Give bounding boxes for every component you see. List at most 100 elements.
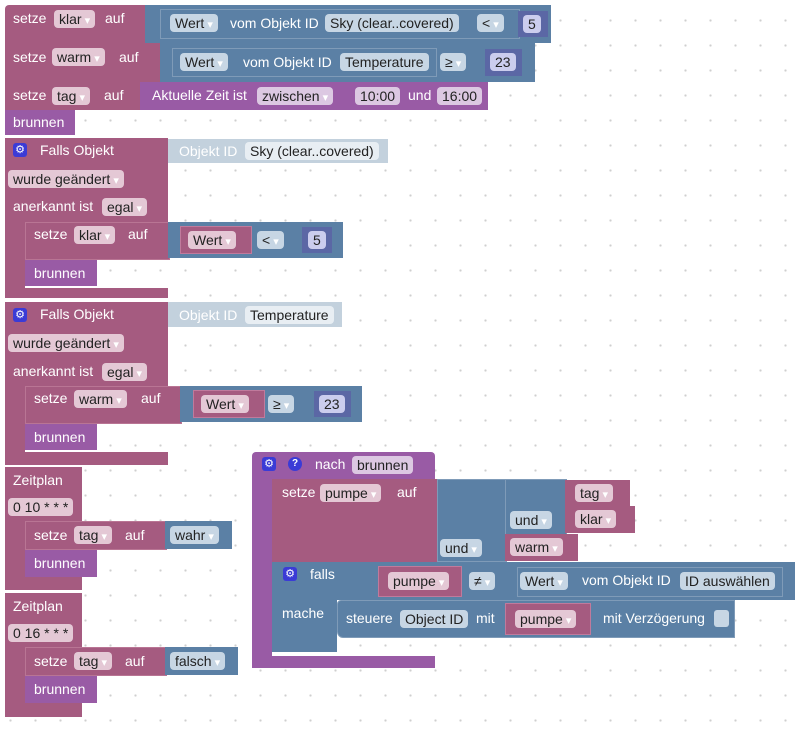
control-object-field[interactable]: Object ID — [400, 610, 469, 628]
call-label: brunnen — [34, 429, 86, 445]
ack-dropdown[interactable]: egal — [102, 198, 148, 216]
schedule-title: Zeitplan — [13, 472, 63, 488]
boolean-dropdown[interactable]: wahr — [170, 526, 219, 544]
var-dropdown[interactable]: warm — [52, 48, 105, 66]
var-dropdown[interactable]: tag — [74, 652, 113, 670]
value-block-outline — [517, 567, 783, 597]
trigger-bottom-bar — [5, 452, 168, 465]
objekt-id-label: Objekt ID — [179, 307, 238, 323]
var-dropdown[interactable]: pumpe — [515, 610, 577, 628]
setze-label: setze — [13, 10, 47, 26]
object-id-field[interactable]: ID auswählen — [680, 572, 775, 590]
wert-dropdown[interactable]: Wert — [188, 231, 236, 249]
op-dropdown[interactable]: < — [257, 231, 284, 249]
gear-icon[interactable]: ⚙ — [283, 567, 297, 581]
und-dropdown[interactable]: und — [510, 511, 552, 529]
var-dropdown[interactable]: klar — [74, 226, 116, 244]
mit-label: mit — [476, 610, 495, 626]
auf-label: auf — [105, 10, 125, 26]
schedule-bottom-bar — [5, 703, 82, 717]
object-id-field[interactable]: Temperature — [340, 53, 429, 71]
cron-field[interactable]: 0 10 * * * — [8, 498, 74, 516]
call-label: brunnen — [34, 555, 86, 571]
cron-field[interactable]: 0 16 * * * — [8, 624, 74, 642]
setze-label: setze — [34, 653, 68, 669]
delay-label: mit Verzögerung — [603, 610, 705, 626]
var-dropdown[interactable]: warm — [74, 390, 127, 408]
call-brunnen-block[interactable] — [5, 110, 75, 135]
setze-label: setze — [282, 484, 316, 500]
call-brunnen-block[interactable] — [25, 260, 97, 286]
schedule-left-bar — [5, 647, 25, 717]
vom-label: vom Objekt ID — [230, 15, 319, 31]
var-dropdown[interactable]: klar — [575, 510, 617, 528]
steuere-label: steuere — [346, 610, 393, 626]
call-label: brunnen — [34, 681, 86, 697]
changed-dropdown[interactable]: wurde geändert — [8, 334, 124, 352]
auf-label: auf — [125, 527, 145, 543]
vom-label: vom Objekt ID — [582, 572, 671, 588]
op-dropdown[interactable]: ≥ — [268, 395, 295, 413]
number-field[interactable]: 23 — [490, 53, 516, 71]
var-dropdown[interactable]: tag — [575, 484, 614, 502]
falls-label: falls — [310, 566, 335, 582]
number-field[interactable]: 5 — [308, 231, 326, 249]
object-id-field[interactable]: Sky (clear..covered) — [325, 14, 459, 32]
time-label: Aktuelle Zeit ist — [152, 87, 247, 103]
setze-label: setze — [34, 226, 68, 242]
call-brunnen-block[interactable] — [25, 676, 97, 703]
call-label: brunnen — [34, 265, 86, 281]
schedule-left-bar — [5, 521, 25, 589]
changed-dropdown[interactable]: wurde geändert — [8, 170, 124, 188]
mache-label: mache — [282, 605, 325, 621]
und-dropdown[interactable]: und — [440, 539, 482, 557]
value-block-outline — [172, 48, 437, 77]
wert-dropdown[interactable]: Wert — [170, 14, 218, 32]
wert-dropdown[interactable]: Wert — [201, 395, 249, 413]
auf-label: auf — [141, 390, 161, 406]
procedure-bottom-bar — [252, 656, 435, 668]
setze-label: setze — [13, 49, 47, 65]
auf-label: auf — [128, 226, 148, 242]
vom-label: vom Objekt ID — [243, 54, 332, 70]
setze-label: setze — [13, 87, 47, 103]
number-field[interactable]: 5 — [523, 15, 541, 33]
var-dropdown[interactable]: warm — [510, 538, 563, 556]
wert-dropdown[interactable]: Wert — [180, 53, 228, 71]
call-brunnen-block[interactable] — [25, 424, 97, 450]
var-dropdown[interactable]: pumpe — [320, 484, 382, 502]
auf-label: auf — [397, 484, 417, 500]
mode-dropdown[interactable]: zwischen — [257, 87, 334, 105]
op-dropdown[interactable]: ≥ — [440, 53, 467, 71]
object-id-field[interactable]: Sky (clear..covered) — [245, 142, 379, 160]
setze-label: setze — [34, 390, 68, 406]
var-dropdown[interactable]: pumpe — [388, 572, 450, 590]
trigger-left-bar — [5, 386, 25, 456]
nach-label: nach — [315, 456, 346, 472]
auf-label: auf — [119, 49, 139, 65]
delay-checkbox[interactable] — [714, 610, 729, 627]
wert-dropdown[interactable]: Wert — [520, 572, 568, 590]
var-dropdown[interactable]: klar — [54, 10, 96, 28]
op-dropdown[interactable]: < — [477, 14, 504, 32]
help-icon[interactable]: ? — [288, 457, 302, 471]
var-dropdown[interactable]: tag — [74, 526, 113, 544]
from-time-field[interactable]: 10:00 — [355, 87, 401, 105]
call-brunnen-block[interactable] — [25, 550, 97, 577]
object-id-field[interactable]: Temperature — [245, 306, 334, 324]
gear-icon[interactable]: ⚙ — [13, 308, 27, 322]
number-field[interactable]: 23 — [319, 395, 345, 413]
var-dropdown[interactable]: tag — [52, 87, 91, 105]
und-label: und — [408, 87, 432, 103]
op-dropdown[interactable]: ≠ — [469, 572, 496, 590]
boolean-dropdown[interactable]: falsch — [170, 652, 226, 670]
procedure-name-field[interactable]: brunnen — [352, 456, 414, 474]
if-bottom-bar — [272, 638, 330, 652]
gear-icon[interactable]: ⚙ — [262, 457, 276, 471]
trigger-title: Falls Objekt — [40, 306, 114, 322]
trigger-title: Falls Objekt — [40, 142, 114, 158]
ack-dropdown[interactable]: egal — [102, 363, 148, 381]
gear-icon[interactable]: ⚙ — [13, 143, 27, 157]
to-time-field[interactable]: 16:00 — [437, 87, 483, 105]
setze-label: setze — [34, 527, 68, 543]
